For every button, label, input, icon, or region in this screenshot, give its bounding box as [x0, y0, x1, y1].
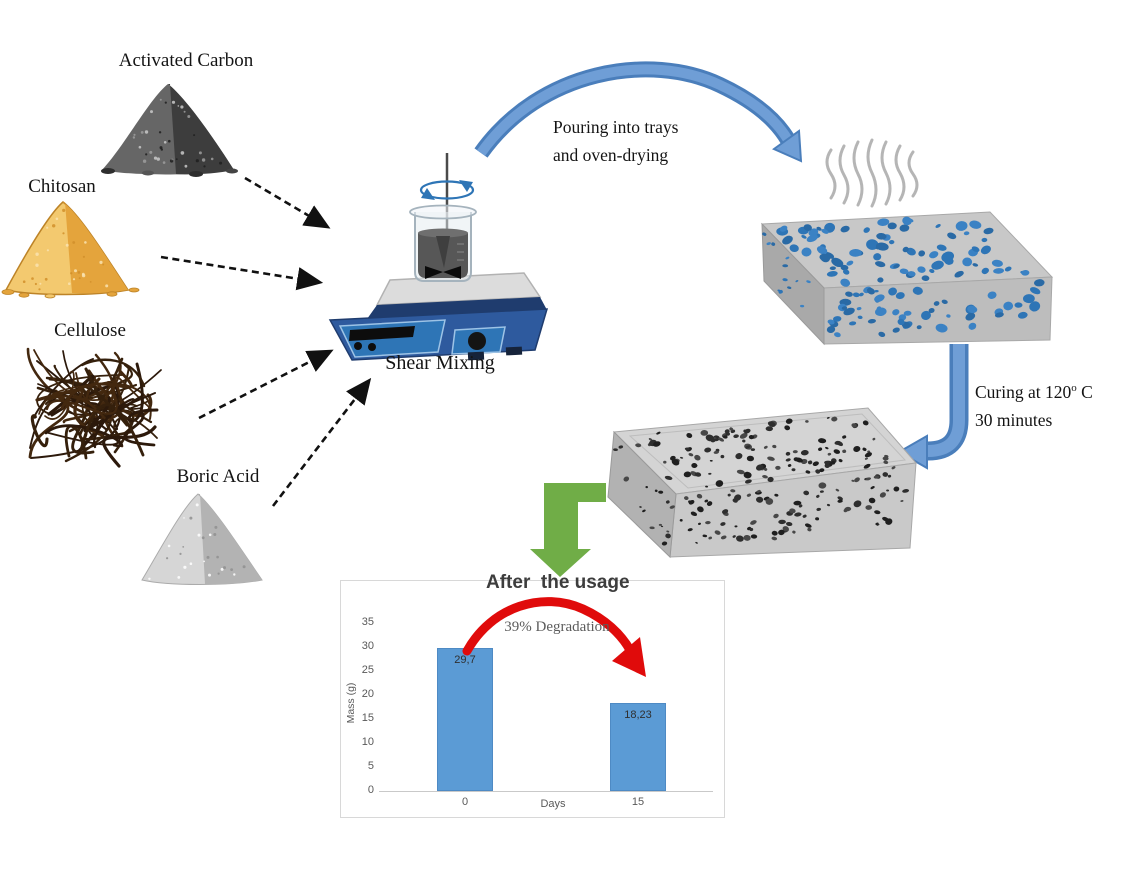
- chart-title: After the usage: [486, 572, 630, 593]
- pouring-line-2: and oven-drying: [553, 145, 669, 166]
- curing-step-label: Curing at 120o C 30 minutes: [975, 378, 1122, 435]
- wet-foam-block-illustration: [760, 211, 1054, 346]
- arrow-cellulose-to-mixer: [198, 349, 334, 420]
- shear-mixer-illustration: [328, 153, 549, 361]
- pouring-line-1: Pouring into trays: [553, 117, 679, 137]
- activated-carbon-label: Activated Carbon: [118, 50, 254, 71]
- curing-line-2: 30 minutes: [975, 410, 1053, 431]
- boric-acid-label: Boric Acid: [176, 466, 260, 487]
- chart-bar: [437, 648, 493, 791]
- y-tick-label: 30: [361, 640, 374, 652]
- beaker: [409, 204, 477, 282]
- chitosan-label: Chitosan: [28, 176, 96, 197]
- cellulose-label: Cellulose: [54, 320, 126, 341]
- y-tick-label: 10: [361, 736, 374, 748]
- y-tick-label: 20: [361, 688, 374, 700]
- y-tick-label: 5: [367, 760, 374, 772]
- chitosan-pile-illustration: [1, 201, 140, 299]
- x-category-label: 15: [631, 796, 645, 808]
- y-axis-title: Mass (g): [345, 682, 357, 724]
- shear-mixing-label: Shear Mixing: [385, 352, 495, 374]
- chart-bar: [610, 703, 666, 791]
- cellulose-fibers-illustration: [26, 347, 162, 468]
- activated-carbon-pile-illustration: [101, 84, 238, 177]
- boric-acid-pile-illustration: [141, 493, 263, 585]
- pouring-arrow: [474, 61, 803, 163]
- x-category-label: 0: [461, 796, 469, 808]
- arrow-chitosan-to-mixer: [160, 255, 324, 291]
- x-axis-title: Days: [540, 798, 566, 810]
- x-axis-line: [379, 791, 713, 792]
- y-tick-label: 15: [361, 712, 374, 724]
- curing-arrow: [896, 344, 969, 470]
- y-tick-label: 0: [367, 784, 374, 796]
- cured-foam-block-illustration: [607, 407, 917, 559]
- y-tick-label: 35: [361, 616, 374, 628]
- arrow-boric-acid-to-mixer: [271, 377, 372, 507]
- y-tick-label: 25: [361, 664, 374, 676]
- dashed-flow-arrows: [160, 176, 372, 507]
- steam-icon: [825, 138, 919, 208]
- rotation-arrow-icon: [419, 180, 475, 200]
- arrow-activated-carbon-to-mixer: [244, 176, 331, 229]
- pouring-step-label: Pouring into trays and oven-drying: [553, 113, 733, 170]
- degradation-bar-chart: 0 5 10 15 20 25 30 35 29,7 0 18,23 15 Days Mass (g): [340, 580, 725, 818]
- curing-line-1: Curing at 120o C: [975, 382, 1093, 402]
- bar-value-label: 29,7: [454, 654, 476, 667]
- bar-value-label: 18,23: [624, 709, 652, 722]
- degradation-annotation: 39% Degradation: [504, 619, 610, 635]
